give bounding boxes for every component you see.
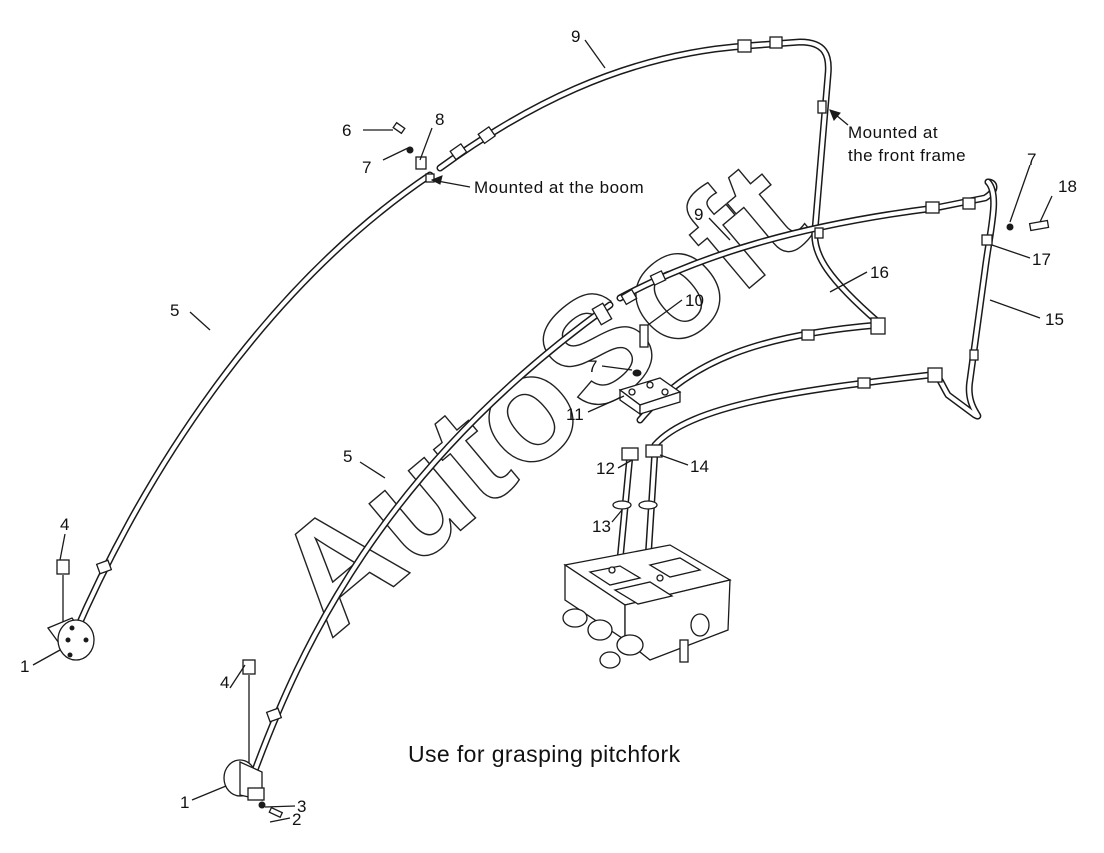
callout-5-lower: 5 bbox=[343, 447, 352, 466]
small-parts bbox=[56, 121, 1050, 819]
adapter-block-11 bbox=[618, 377, 682, 416]
control-valve bbox=[562, 544, 732, 669]
bolt-10 bbox=[639, 324, 649, 348]
callout-15: 15 bbox=[1045, 310, 1064, 329]
note-mounted-at-boom: Mounted at the boom bbox=[474, 178, 644, 197]
callout-17: 17 bbox=[1032, 250, 1051, 269]
fitting bbox=[927, 367, 943, 383]
o-ring-13 bbox=[612, 500, 632, 510]
fitting bbox=[737, 39, 752, 53]
callout-1-lower: 1 bbox=[180, 793, 189, 812]
clamp bbox=[969, 349, 979, 361]
nut-4 bbox=[56, 559, 70, 575]
fitting bbox=[621, 447, 639, 461]
fitting bbox=[95, 559, 113, 575]
washer-3 bbox=[258, 801, 266, 809]
callout-9-lower: 9 bbox=[694, 205, 703, 224]
clamp bbox=[814, 227, 824, 239]
callout-7-center: 7 bbox=[588, 357, 597, 376]
bolt-6 bbox=[392, 121, 406, 135]
bolt-18 bbox=[1028, 219, 1050, 232]
callout-10: 10 bbox=[685, 291, 704, 310]
fitting bbox=[477, 125, 497, 145]
fitting bbox=[645, 444, 663, 458]
leader-lines bbox=[32, 39, 1053, 823]
fitting bbox=[870, 317, 886, 335]
o-ring-13b bbox=[638, 500, 658, 510]
callout-6: 6 bbox=[342, 121, 351, 140]
callout-18: 18 bbox=[1058, 177, 1077, 196]
note-mounted-at-front-frame-2: the front frame bbox=[848, 146, 966, 165]
callouts: 1 1 2 3 4 4 5 5 6 7 7 7 8 9 9 10 11 12 1… bbox=[20, 27, 1077, 829]
bolt-2 bbox=[268, 806, 284, 819]
callout-2: 2 bbox=[292, 810, 301, 829]
washer-7-right bbox=[1006, 223, 1014, 231]
callout-13: 13 bbox=[592, 517, 611, 536]
fitting bbox=[769, 36, 783, 49]
fitting bbox=[962, 197, 976, 210]
callout-3: 3 bbox=[297, 797, 306, 816]
diagram-caption: Use for grasping pitchfork bbox=[408, 741, 681, 767]
callout-12: 12 bbox=[596, 459, 615, 478]
clamp bbox=[591, 302, 613, 326]
watermark: AutoSoft bbox=[243, 129, 836, 665]
callout-7-right: 7 bbox=[1027, 150, 1036, 169]
callout-16: 16 bbox=[870, 263, 889, 282]
fitting bbox=[925, 201, 940, 214]
fitting bbox=[857, 377, 871, 389]
washer-7-center bbox=[632, 369, 642, 377]
pipe-15 bbox=[931, 178, 998, 420]
clamp bbox=[425, 173, 435, 183]
nut-4b bbox=[242, 659, 256, 675]
clamp bbox=[981, 234, 993, 246]
clamp bbox=[817, 100, 827, 114]
note-mounted-at-front-frame-1: Mounted at bbox=[848, 123, 938, 142]
hydraulic-component-1a bbox=[46, 617, 95, 661]
callout-9-upper: 9 bbox=[571, 27, 580, 46]
callout-14: 14 bbox=[690, 457, 709, 476]
hose-14 bbox=[651, 371, 934, 449]
callout-11: 11 bbox=[566, 405, 584, 424]
callout-4-lower: 4 bbox=[220, 673, 229, 692]
callout-4-upper: 4 bbox=[60, 515, 69, 534]
hydraulic-component-1b bbox=[223, 759, 265, 801]
callout-5-upper: 5 bbox=[170, 301, 179, 320]
fitting bbox=[649, 270, 667, 286]
callout-8: 8 bbox=[435, 110, 444, 129]
washer-7 bbox=[406, 146, 414, 154]
fitting bbox=[449, 142, 468, 161]
callout-1-upper: 1 bbox=[20, 657, 29, 676]
callout-7-upper: 7 bbox=[362, 158, 371, 177]
fitting bbox=[801, 329, 815, 341]
fitting bbox=[620, 288, 638, 306]
fittings bbox=[95, 36, 993, 723]
fitting bbox=[265, 707, 283, 723]
